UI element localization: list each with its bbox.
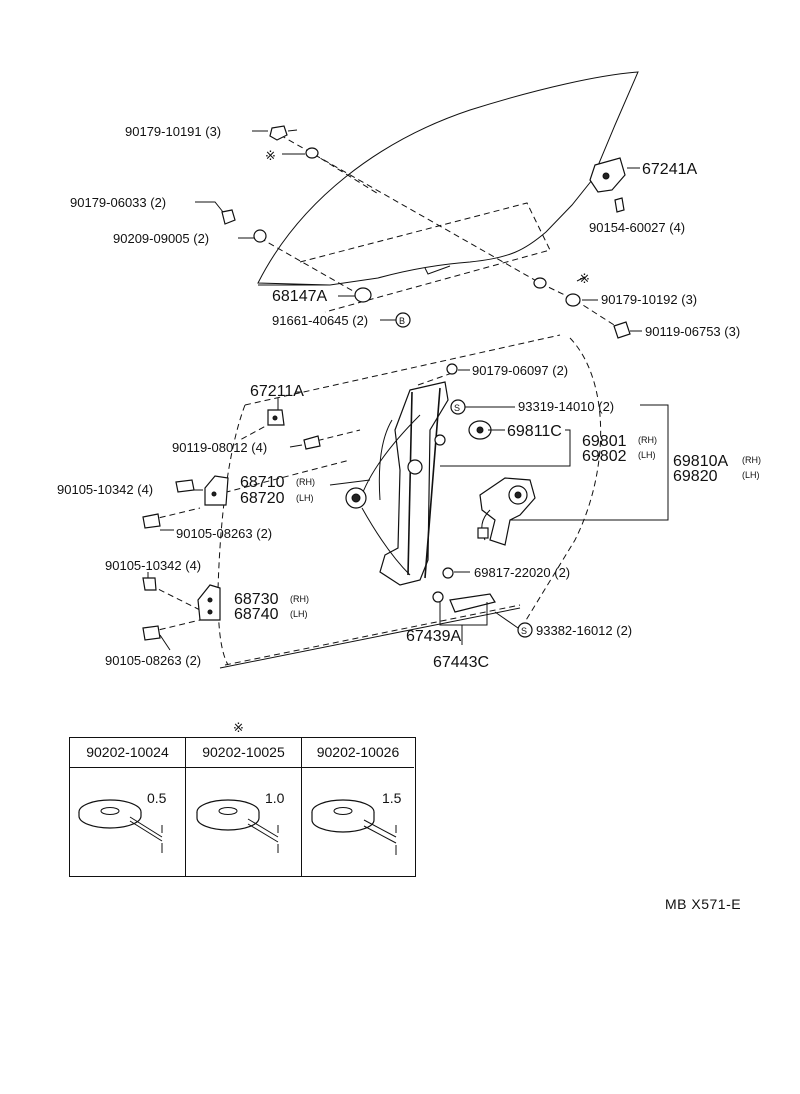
label-68740: 68740: [234, 606, 279, 623]
window-regulator: [329, 381, 565, 586]
marker-b: B: [395, 312, 411, 328]
svg-text:S: S: [521, 626, 527, 636]
asterisk-marker-table: ※: [233, 720, 244, 735]
label-68147A: 68147A: [272, 288, 327, 305]
label-90179-06097: 90179-06097 (2): [472, 363, 568, 378]
label-68720-lh: (LH): [296, 493, 314, 503]
door-outline: [217, 334, 602, 669]
label-69820: 69820: [673, 468, 718, 485]
label-68720: 68720: [240, 490, 285, 507]
label-67211A: 67211A: [250, 383, 304, 400]
shim-thickness: 1.0: [265, 790, 285, 806]
hinge-68730: [197, 584, 221, 621]
label-69820-lh: (LH): [742, 470, 760, 480]
shim-thickness: 0.5: [147, 790, 167, 806]
label-90154-60027: 90154-60027 (4): [589, 220, 685, 235]
label-90119-06753: 90119-06753 (3): [645, 324, 740, 339]
marker-s-2: S: [517, 622, 533, 638]
label-91661-40645: 91661-40645 (2): [272, 313, 368, 328]
door-glass: [257, 71, 639, 313]
bracket-67211A: [267, 409, 285, 426]
label-68730-rh: (RH): [290, 594, 309, 604]
svg-text:B: B: [399, 316, 405, 326]
label-69810A-rh: (RH): [742, 455, 761, 465]
label-67439A: 67439A: [406, 628, 461, 645]
shim-column-2: 90202-10025 1.0: [186, 738, 302, 876]
washer-icon: [78, 799, 163, 853]
label-90105-08263-a: 90105-08263 (2): [176, 526, 272, 541]
label-93382-16012: 93382-16012 (2): [536, 623, 632, 638]
shim-column-1: 90202-10024 0.5: [70, 738, 186, 876]
fasteners: [142, 125, 631, 641]
channel-67443C: [449, 593, 496, 613]
label-90179-06033: 90179-06033 (2): [70, 195, 166, 210]
label-90105-10342-a: 90105-10342 (4): [57, 482, 153, 497]
asterisk-marker-2: ※: [579, 271, 590, 286]
label-93319-14010: 93319-14010 (2): [518, 399, 614, 414]
bracket-67241A: [589, 157, 626, 193]
label-90179-10192: 90179-10192 (3): [601, 292, 697, 307]
label-90105-10342-b: 90105-10342 (4): [105, 558, 201, 573]
label-69801: 69801: [582, 433, 627, 450]
label-90119-08012: 90119-08012 (4): [172, 440, 267, 455]
label-69802-lh: (LH): [638, 450, 656, 460]
label-68710-rh: (RH): [296, 477, 315, 487]
callout-leaders: [147, 130, 669, 651]
label-69817-22020: 69817-22020 (2): [474, 565, 570, 580]
label-69801-rh: (RH): [638, 435, 657, 445]
shim-table: 90202-10024 0.5 90202-10025 1.0 90202-10…: [69, 737, 416, 877]
washer-icon: [311, 799, 397, 855]
shim-part-number: 90202-10026: [302, 738, 414, 768]
label-69810A: 69810A: [673, 453, 728, 470]
asterisk-marker-1: ※: [265, 148, 276, 163]
regulator-motor: [477, 477, 536, 546]
shim-part-number: 90202-10025: [186, 738, 301, 768]
svg-text:S: S: [454, 403, 460, 413]
label-90209-09005: 90209-09005 (2): [113, 231, 209, 246]
shim-column-3: 90202-10026 1.5: [302, 738, 414, 876]
marker-s-1: S: [450, 399, 466, 415]
label-67443C: 67443C: [433, 654, 489, 671]
label-69811C: 69811C: [507, 423, 562, 440]
shim-part-number: 90202-10024: [70, 738, 185, 768]
label-68730: 68730: [234, 591, 279, 608]
shim-thickness: 1.5: [382, 790, 402, 806]
label-69802: 69802: [582, 448, 627, 465]
hinge-68710: [204, 475, 229, 506]
gear-69811C: [468, 420, 492, 440]
label-68710: 68710: [240, 474, 285, 491]
label-68740-lh: (LH): [290, 609, 308, 619]
diagram-code: MB X571-E: [665, 896, 742, 912]
label-90179-10191: 90179-10191 (3): [125, 124, 221, 139]
label-90105-08263-b: 90105-08263 (2): [105, 653, 201, 668]
washer-icon: [196, 799, 279, 853]
label-67241A: 67241A: [642, 161, 697, 178]
